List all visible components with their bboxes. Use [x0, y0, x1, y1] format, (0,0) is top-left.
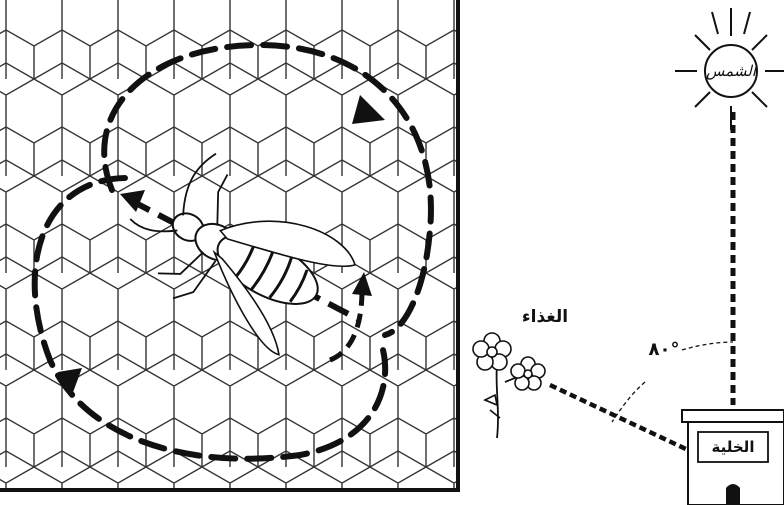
sun-icon: الشمس	[675, 8, 784, 130]
sun-label: الشمس	[706, 62, 758, 80]
angle-label: ٨٠°	[649, 339, 680, 360]
flower-icon	[473, 333, 545, 438]
angle-arc-upper	[682, 342, 733, 350]
hive-icon: الخلية	[682, 410, 784, 505]
angle-arc-lower	[612, 382, 645, 422]
hive-label: الخلية	[712, 438, 755, 456]
food-label: الغذاء	[522, 307, 568, 327]
